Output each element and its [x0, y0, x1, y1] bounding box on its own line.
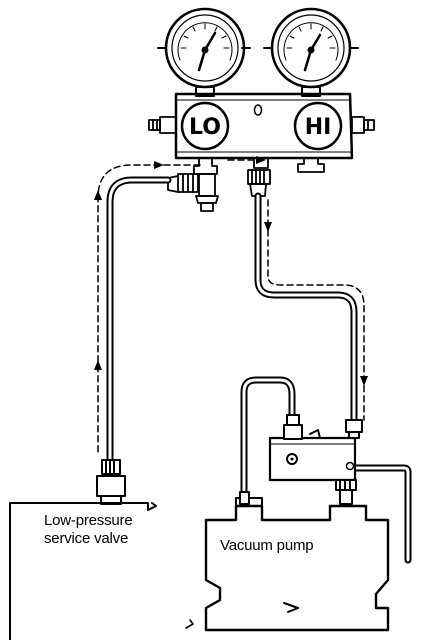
- vacuum-pump-body: [185, 497, 390, 632]
- center-hose: [254, 192, 358, 424]
- pump-left-port: [283, 414, 303, 440]
- flow-arrow-right-center: [256, 156, 266, 164]
- low-pressure-hose-coupler: [167, 173, 199, 193]
- manifold-right-fitting: [351, 116, 375, 134]
- low-pressure-label-line1: Low-pressure: [44, 512, 133, 529]
- low-pressure-hose: [106, 176, 172, 464]
- low-pressure-gauge: [157, 7, 251, 97]
- hi-knob-label: HI: [305, 115, 332, 140]
- hi-knob: [293, 101, 343, 151]
- manifold-port-lo: [193, 157, 218, 175]
- low-pressure-label-line2: service valve: [44, 530, 129, 547]
- vacuum-pump-label: Vacuum pump: [220, 537, 314, 554]
- lo-knob-label: LO: [189, 115, 221, 140]
- pump-inlet-stub: [239, 491, 250, 505]
- manifold-body: [174, 92, 354, 160]
- flow-arrow-up-lower: [94, 360, 102, 370]
- service-valve-outline: [9, 502, 157, 640]
- flow-arrow-down-center: [264, 222, 272, 232]
- lo-knob: [180, 101, 230, 151]
- pump-right-port: [345, 419, 363, 439]
- manifold-left-fitting: [148, 116, 177, 134]
- flow-arrow-up-upper: [94, 190, 102, 200]
- center-port-fitting: [247, 157, 271, 197]
- low-side-valve-block: [195, 173, 219, 212]
- high-pressure-gauge: [263, 7, 359, 97]
- flow-path-center: [227, 159, 365, 421]
- pump-valve-block: [268, 429, 357, 482]
- low-pressure-service-valve-coupler: [96, 459, 126, 505]
- flow-arrow-down-right: [360, 376, 368, 386]
- manifold-port-hi: [297, 157, 325, 173]
- flow-arrow-right-top: [154, 161, 164, 169]
